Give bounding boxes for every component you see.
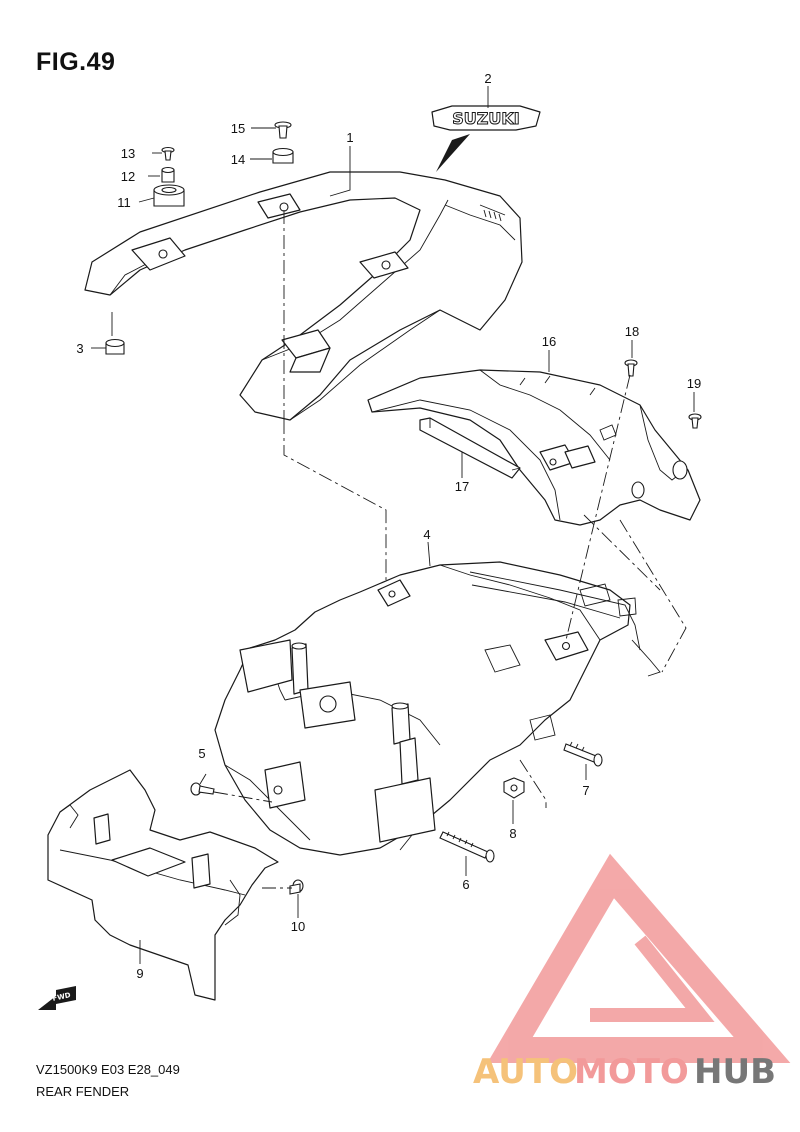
part-9-splash-guard [47,769,279,1001]
fwd-direction-arrow: FWD [38,986,76,1010]
watermark-logo [487,853,791,1063]
callout-8: 8 [509,826,516,841]
callout-4: 4 [423,527,430,542]
callout-16: 16 [542,334,556,349]
callout-12: 12 [121,169,135,184]
callout-3: 3 [76,341,83,356]
callout-15: 15 [231,121,245,136]
part-17-foam-strip [419,417,521,479]
hardware-bolts [190,741,603,895]
fwd-label: FWD [52,991,72,1003]
callout-10: 10 [291,919,305,934]
callout-5: 5 [198,746,205,761]
callout-6: 6 [462,877,469,892]
callout-9: 9 [136,966,143,981]
watermark-text: AUTO MOTO HUB [473,1052,776,1092]
watermark-auto: AUTO [473,1052,578,1092]
assembly-lines [213,210,687,889]
part-1-rear-cowl [84,171,523,421]
callout-7: 7 [582,783,589,798]
hardware-screws-18-19 [624,359,702,429]
callout-19: 19 [687,376,701,391]
part-2-emblem: SUZUKI [431,105,541,172]
callout-numbers: 1 2 3 4 5 6 7 8 9 10 11 12 13 14 15 16 1… [76,71,701,981]
leader-lines [91,86,695,964]
part-16-fender-extension [367,369,701,526]
emblem-pointer-arrow [436,134,470,172]
figure-title: FIG.49 [36,48,116,76]
callout-1: 1 [346,130,353,145]
watermark-moto: MOTO [574,1052,689,1092]
callout-2: 2 [484,71,491,86]
emblem-lettering: SUZUKI [452,109,519,128]
callout-18: 18 [625,324,639,339]
watermark-hub: HUB [694,1052,776,1092]
callout-17: 17 [455,479,469,494]
figure-name: REAR FENDER [36,1084,130,1099]
callout-14: 14 [231,152,245,167]
figure-code: VZ1500K9 E03 E28_049 [36,1062,180,1077]
callout-11: 11 [117,195,131,210]
part-4-rear-fender [214,561,661,856]
hardware-cushion-set [105,121,294,355]
callout-13: 13 [121,146,135,161]
